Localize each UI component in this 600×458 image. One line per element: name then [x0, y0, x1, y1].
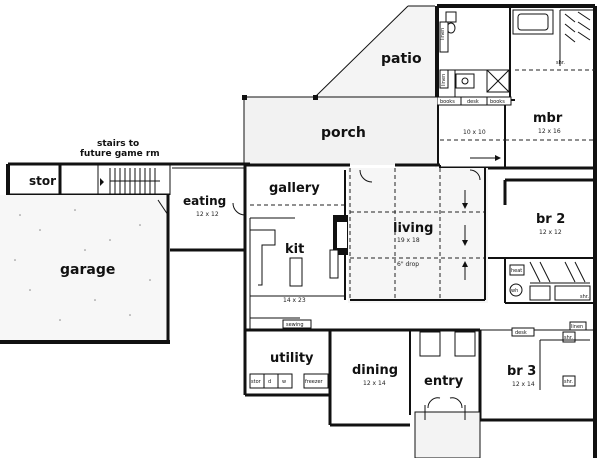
stor-label: stor [29, 174, 56, 188]
br2-label: br 2 [536, 212, 565, 227]
books-label-left: books [440, 99, 455, 105]
eating-label: eating [183, 194, 226, 208]
stair-note-line2: future game rm [80, 149, 160, 159]
stor-util-label: stor [251, 379, 262, 385]
center-core: sewing [232, 163, 488, 330]
freezer-label: freezer [305, 379, 324, 385]
shower-label-br3: shr. [564, 335, 573, 341]
shower-label-br3b: shr. [564, 379, 573, 385]
desk-label: desk [467, 99, 479, 105]
mbr-label: mbr [533, 111, 563, 126]
bottom-rooms: stor d w freezer [243, 328, 595, 458]
wh-label: wh [511, 288, 518, 294]
closet-hatch [559, 9, 594, 66]
dining-label: dining [352, 363, 398, 378]
dining-dim: 12 x 14 [363, 380, 386, 387]
garage-wing [0, 162, 250, 344]
shower-label: shr. [556, 60, 565, 66]
stairs [100, 168, 160, 194]
entry-label: entry [424, 374, 464, 389]
stair-note-line1: stairs to [97, 139, 139, 149]
room-labels: patio porch mbr 12 x 16 10 x 10 stairs t… [29, 51, 565, 389]
patio-label: patio [381, 51, 422, 67]
br2-dim: 12 x 12 [539, 229, 562, 236]
mbr-dim: 12 x 16 [538, 128, 561, 135]
patio-area [242, 5, 440, 170]
br3-dim: 12 x 14 [512, 381, 535, 388]
master-wing: linen shr. linen books desk books [435, 4, 597, 458]
eating-dim: 12 x 12 [196, 211, 219, 218]
kit-dim: 14 x 23 [283, 297, 306, 304]
bedroom-wing: heat wh shr. desk linen shr. shr. [480, 178, 595, 390]
sewing-label: sewing [286, 322, 304, 328]
linen-label-top: linen [440, 28, 446, 40]
porch-area [242, 95, 440, 165]
garage-texture [14, 209, 151, 321]
garage-label: garage [60, 262, 115, 278]
porch-label: porch [321, 125, 366, 141]
living-label: living [393, 221, 433, 236]
desk-label-br3: desk [515, 330, 527, 336]
books-label-right: books [490, 99, 505, 105]
kit-label: kit [285, 242, 304, 257]
study-dim: 10 x 10 [463, 129, 486, 136]
living-dim: 19 x 18 [397, 237, 420, 244]
heat-label: heat [511, 268, 522, 274]
linen-label-br3: linen [571, 324, 583, 330]
washer-label: w [282, 379, 286, 385]
living-drop: 6" drop [397, 261, 419, 268]
gallery-label: gallery [269, 181, 320, 196]
br3-label: br 3 [507, 364, 536, 379]
br2-closet [529, 261, 590, 284]
utility-label: utility [270, 351, 314, 366]
linen-label-mid: linen [441, 74, 447, 86]
shower-label-bath2: shr. [580, 294, 589, 300]
dryer-label: d [268, 379, 271, 385]
